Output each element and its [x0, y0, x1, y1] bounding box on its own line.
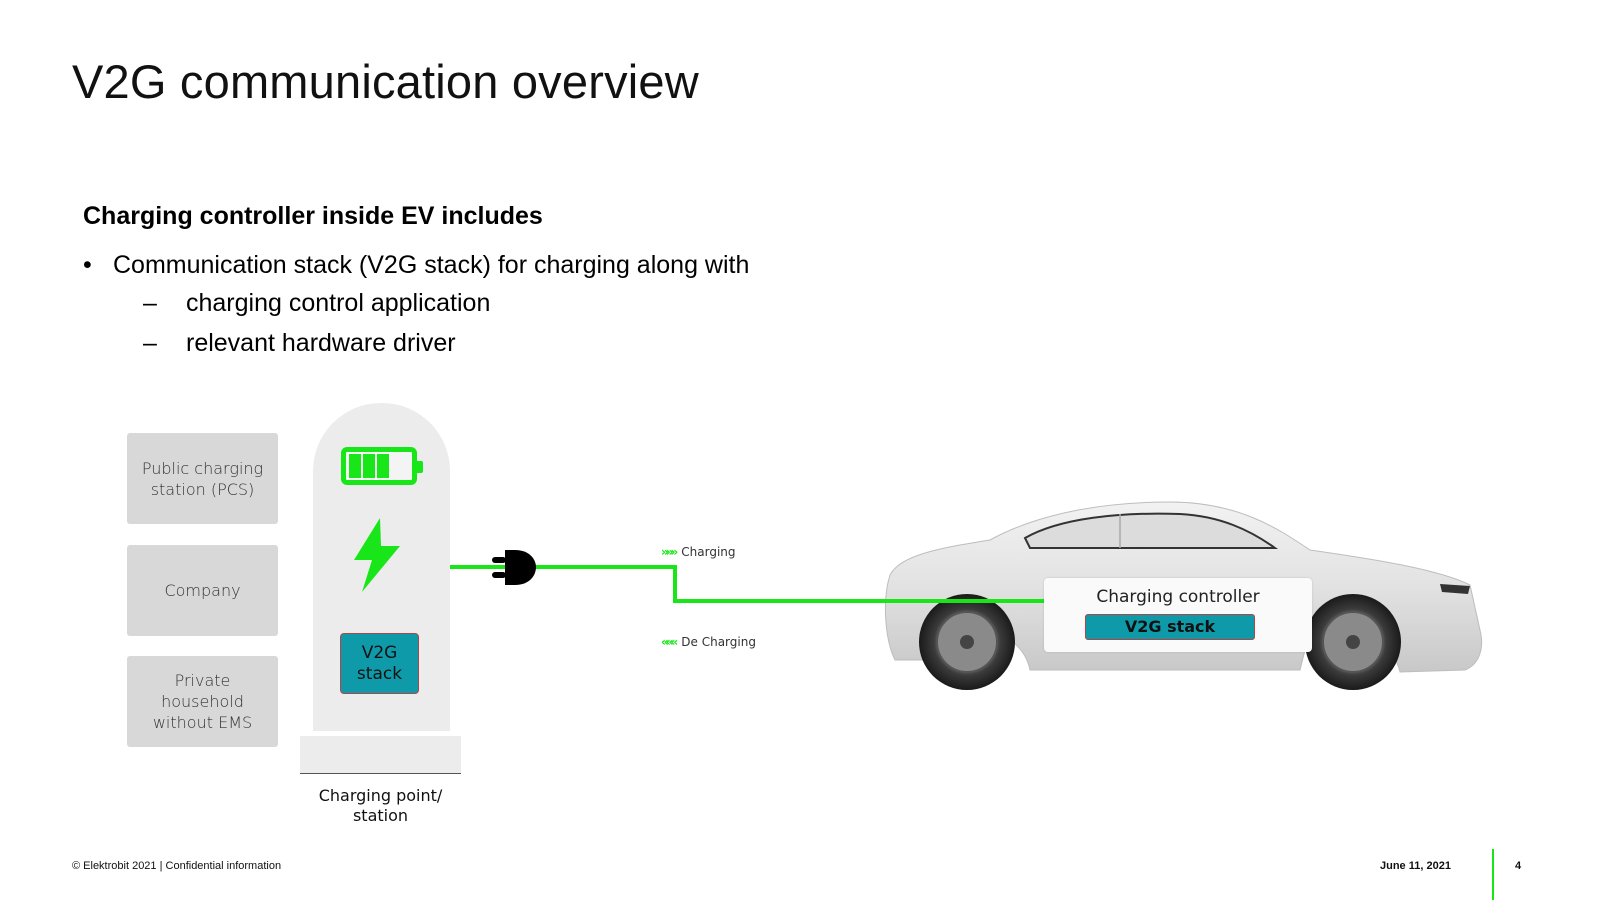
source-private-household: Private household without EMS — [127, 656, 278, 747]
car-window — [1023, 512, 1279, 549]
footer-copyright: © Elektrobit 2021 | Confidential informa… — [72, 860, 282, 872]
station-v2g-stack: V2G stack — [340, 633, 419, 694]
forward-chevrons-icon: »»» — [661, 545, 678, 559]
subheading: Charging controller inside EV includes — [83, 202, 543, 230]
battery-cell — [349, 454, 361, 478]
legend-charging: »»» Charging — [661, 545, 736, 559]
dash-symbol: – — [143, 329, 157, 357]
battery-cell — [363, 454, 375, 478]
bullet-item: • Communication stack (V2G stack) for ch… — [83, 247, 763, 283]
slide-title: V2G communication overview — [72, 55, 699, 108]
charging-controller-box: Charging controller V2G stack — [1044, 578, 1312, 652]
plug-icon — [492, 550, 536, 585]
sub-item: – charging control application — [83, 283, 783, 323]
battery-cell — [377, 454, 389, 478]
legend-decharging: ««« De Charging — [661, 635, 756, 649]
sub-item-text: charging control application — [186, 289, 491, 317]
battery-icon — [341, 447, 423, 485]
source-public-charging-station: Public charging station (PCS) — [127, 433, 278, 524]
station-label: Charging point/ station — [318, 786, 443, 825]
footer-divider — [1492, 849, 1494, 900]
legend-charging-label: Charging — [681, 545, 736, 559]
dash-symbol: – — [143, 289, 157, 317]
charging-controller-label: Charging controller — [1096, 587, 1260, 607]
charging-station-base — [300, 736, 461, 774]
slide-content: Charging controller inside EV includes •… — [83, 202, 783, 363]
lightning-bolt-icon — [354, 518, 400, 592]
sub-item-text: relevant hardware driver — [186, 329, 456, 357]
page-number: 4 — [1515, 860, 1522, 872]
sub-item: – relevant hardware driver — [83, 323, 783, 363]
bullet-symbol: • — [83, 251, 92, 279]
vehicle-v2g-stack: V2G stack — [1085, 614, 1255, 640]
source-company: Company — [127, 545, 278, 636]
backward-chevrons-icon: ««« — [661, 635, 678, 649]
legend-decharging-label: De Charging — [681, 635, 756, 649]
footer-date: June 11, 2021 — [1380, 860, 1451, 872]
bullet-text: Communication stack (V2G stack) for char… — [113, 251, 750, 279]
